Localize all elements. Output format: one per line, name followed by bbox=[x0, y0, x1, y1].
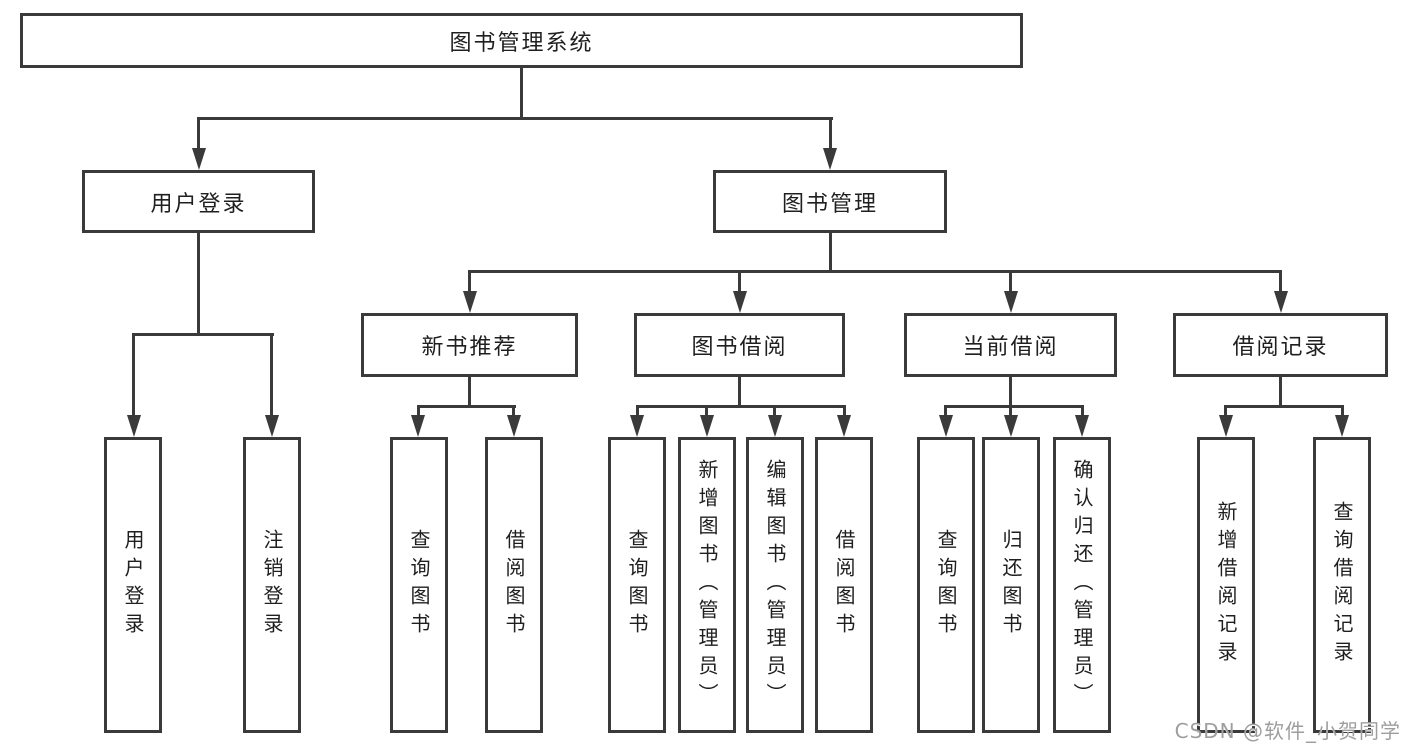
connector-line bbox=[197, 117, 833, 120]
node-new-book-recommend: 新书推荐 bbox=[361, 313, 578, 377]
connector-line bbox=[417, 405, 420, 417]
arrowhead-icon bbox=[630, 415, 644, 437]
connector-line bbox=[829, 117, 832, 150]
arrowhead-icon bbox=[507, 415, 521, 437]
leaf-query-books-1: 查询图书 bbox=[390, 437, 448, 733]
arrowhead-icon bbox=[1004, 291, 1018, 313]
arrowhead-icon bbox=[265, 415, 279, 437]
node-current-borrowing: 当前借阅 bbox=[904, 313, 1117, 377]
arrowhead-icon bbox=[837, 415, 851, 437]
node-borrowing-records: 借阅记录 bbox=[1173, 313, 1388, 377]
arrowhead-icon bbox=[733, 291, 747, 313]
connector-line bbox=[829, 233, 832, 272]
connector-line bbox=[1279, 377, 1282, 408]
leaf-edit-books-admin: 编辑图书（管理员） bbox=[746, 437, 804, 733]
connector-line bbox=[636, 405, 846, 408]
leaf-add-borrow-record: 新增借阅记录 bbox=[1197, 437, 1255, 733]
leaf-confirm-return-admin: 确认归还（管理员） bbox=[1053, 437, 1111, 733]
connector-line bbox=[738, 270, 741, 291]
arrowhead-icon bbox=[463, 291, 477, 313]
arrowhead-icon bbox=[1335, 415, 1349, 437]
connector-line bbox=[1009, 377, 1012, 408]
arrowhead-icon bbox=[1219, 415, 1233, 437]
connector-line bbox=[197, 233, 200, 336]
leaf-return-books: 归还图书 bbox=[982, 437, 1040, 733]
connector-line bbox=[132, 333, 135, 417]
connector-line bbox=[520, 68, 523, 120]
leaf-user-login: 用户登录 bbox=[104, 437, 162, 733]
connector-line bbox=[132, 333, 274, 336]
leaf-borrow-books-1: 借阅图书 bbox=[485, 437, 543, 733]
connector-line bbox=[1279, 270, 1282, 291]
arrowhead-icon bbox=[1274, 291, 1288, 313]
leaf-borrow-books-2: 借阅图书 bbox=[815, 437, 873, 733]
connector-line bbox=[1224, 405, 1344, 408]
connector-line bbox=[468, 270, 1282, 273]
connector-line bbox=[1341, 405, 1344, 417]
connector-line bbox=[270, 333, 273, 417]
connector-line bbox=[1081, 405, 1084, 417]
connector-line bbox=[468, 377, 471, 408]
connector-line bbox=[944, 405, 947, 417]
connector-line bbox=[843, 405, 846, 417]
csdn-watermark: CSDN @软件_小贺同学 bbox=[1174, 719, 1401, 743]
connector-line bbox=[705, 405, 708, 417]
connector-line bbox=[468, 270, 471, 291]
leaf-query-books-3: 查询图书 bbox=[917, 437, 975, 733]
arrowhead-icon bbox=[1004, 415, 1018, 437]
connector-line bbox=[512, 405, 515, 417]
connector-line bbox=[738, 377, 741, 408]
node-user-login: 用户登录 bbox=[82, 170, 315, 233]
leaf-add-books-admin: 新增图书（管理员） bbox=[678, 437, 736, 733]
arrowhead-icon bbox=[823, 148, 837, 170]
leaf-query-borrow-record: 查询借阅记录 bbox=[1313, 437, 1371, 733]
node-book-borrowing: 图书借阅 bbox=[634, 313, 845, 377]
connector-line bbox=[1224, 405, 1227, 417]
connector-line bbox=[636, 405, 639, 417]
connector-line bbox=[773, 405, 776, 417]
leaf-logout: 注销登录 bbox=[243, 437, 301, 733]
connector-line bbox=[417, 405, 516, 408]
arrowhead-icon bbox=[768, 415, 782, 437]
connector-line bbox=[1009, 405, 1012, 417]
arrowhead-icon bbox=[192, 148, 206, 170]
arrowhead-icon bbox=[939, 415, 953, 437]
node-root-system: 图书管理系统 bbox=[20, 13, 1023, 68]
arrowhead-icon bbox=[1075, 415, 1089, 437]
connector-line bbox=[197, 117, 200, 150]
arrowhead-icon bbox=[127, 415, 141, 437]
arrowhead-icon bbox=[700, 415, 714, 437]
leaf-query-books-2: 查询图书 bbox=[608, 437, 666, 733]
arrowhead-icon bbox=[411, 415, 425, 437]
node-book-management: 图书管理 bbox=[713, 170, 947, 233]
connector-line bbox=[944, 405, 1084, 408]
connector-line bbox=[1009, 270, 1012, 291]
